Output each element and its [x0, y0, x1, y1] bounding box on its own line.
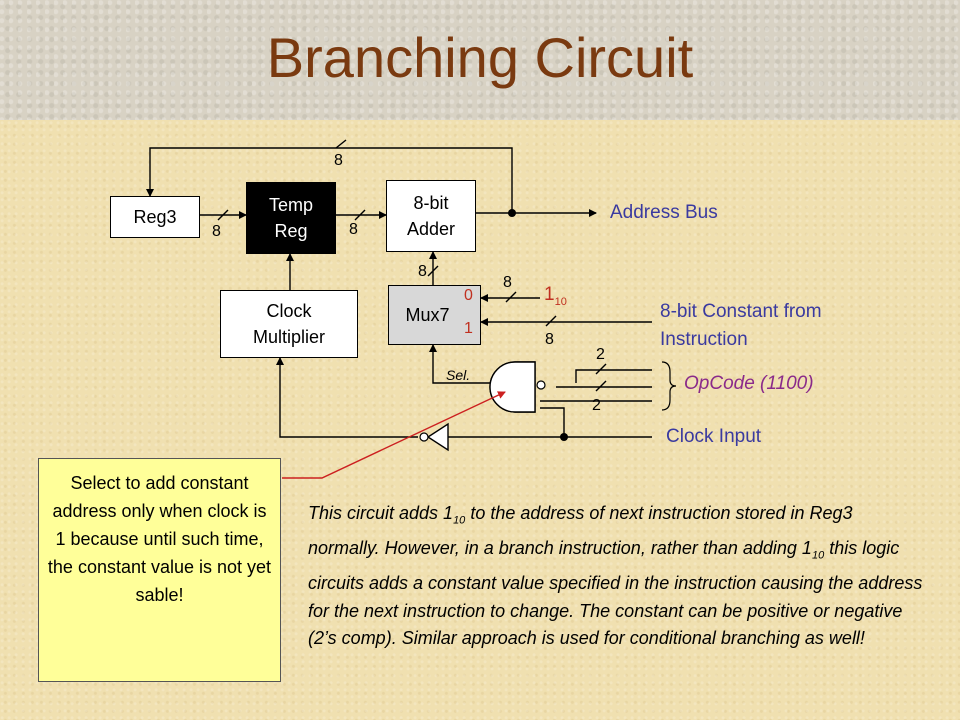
adder-label-1: 8-bit — [413, 193, 449, 213]
description-paragraph: This circuit adds 110 to the address of … — [308, 500, 928, 653]
mux-block: Mux7 — [388, 285, 481, 345]
desc-sub-1: 10 — [453, 514, 466, 527]
width-opcode-bottom: 2 — [592, 397, 601, 414]
opcode-wire-top — [575, 369, 652, 383]
width-reg3-temp: 8 — [212, 223, 221, 240]
width-one-input: 8 — [503, 274, 512, 291]
clock-multiplier-block: Clock Multiplier — [220, 290, 358, 358]
opcode-label: OpCode (1100) — [684, 373, 814, 394]
desc-part-3: this logic circuits adds a constant valu… — [308, 538, 923, 649]
clock-mult-label-1: Clock — [266, 301, 312, 321]
desc-part-1: This circuit adds 1 — [308, 503, 454, 523]
callout-line — [282, 391, 506, 479]
width-const-input: 8 — [545, 331, 554, 348]
sel-wire — [429, 344, 510, 384]
note-callout: Select to add constant address only when… — [38, 458, 281, 682]
desc-part-2: to the address of next instruction store… — [308, 503, 853, 559]
opcode-brace — [661, 361, 677, 411]
title-band — [0, 0, 960, 120]
constant-label-1: 8-bit Constant from — [660, 301, 822, 322]
sel-label: Sel. — [446, 367, 471, 383]
inverter-gate — [426, 422, 449, 452]
address-bus-label: Address Bus — [610, 202, 718, 223]
reg3-label: Reg3 — [133, 207, 177, 227]
width-mux-adder: 8 — [418, 263, 427, 280]
temp-reg-block: Temp Reg — [246, 182, 336, 254]
clock-to-and-wire — [540, 407, 565, 437]
adder-block: 8-bit Adder — [386, 180, 476, 252]
slide-title: Branching Circuit — [266, 26, 694, 89]
mux-input-1-label: 1 — [464, 320, 473, 337]
temp-reg-label-2: Reg — [274, 221, 308, 241]
constant-one-base: 10 — [554, 295, 567, 308]
mux-label: Mux7 — [405, 305, 450, 325]
constant-label-2: Instruction — [660, 329, 748, 350]
temp-reg-label-1: Temp — [268, 195, 313, 215]
desc-sub-2: 10 — [811, 549, 825, 562]
feedback-wire — [146, 147, 513, 213]
width-opcode-top: 2 — [596, 346, 605, 363]
reg3-block: Reg3 — [110, 196, 200, 238]
adder-label-2: Adder — [406, 219, 456, 239]
clock-input-label: Clock Input — [666, 426, 762, 447]
constant-one-value: 1 — [544, 284, 555, 305]
clock-mult-label-2: Multiplier — [252, 327, 326, 347]
constant-one-label: 110 — [544, 284, 567, 308]
width-temp-adder: 8 — [349, 221, 358, 238]
width-feedback: 8 — [334, 152, 343, 169]
mux-input-0-label: 0 — [464, 287, 473, 304]
inverter-to-clockmult-wire — [276, 357, 418, 438]
